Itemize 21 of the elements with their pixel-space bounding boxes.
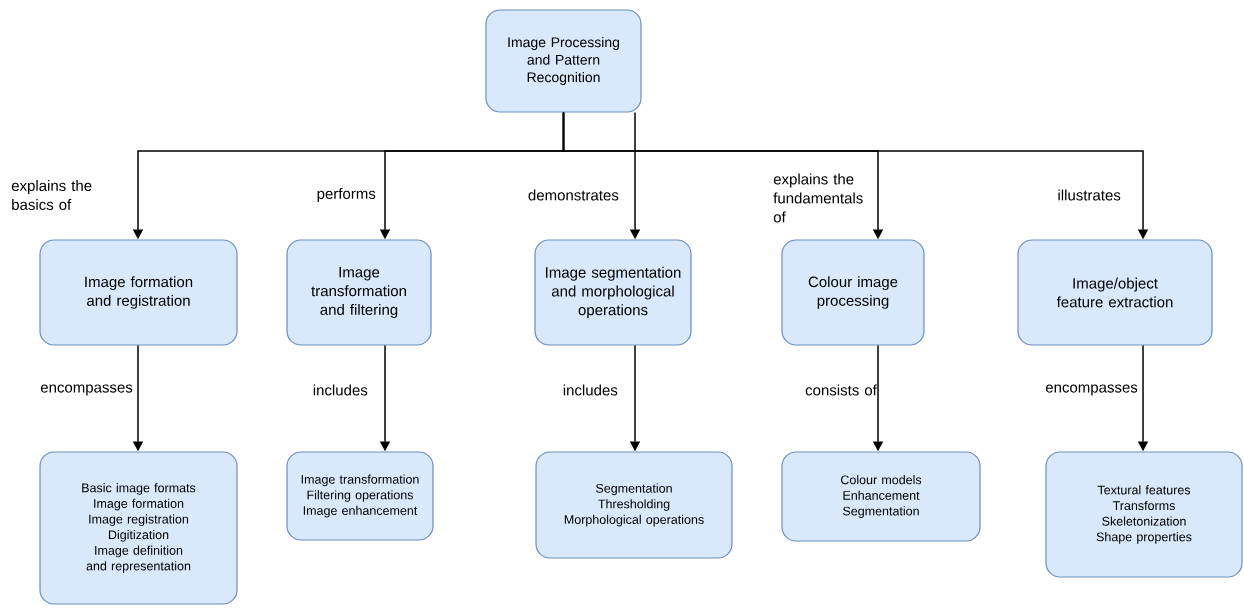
edge-label: explains the basics of	[11, 180, 92, 210]
process-box: Image Processing and Pattern Recognition	[485, 9, 642, 113]
process-box: Segmentation Thresholding Morphological operations	[535, 451, 733, 559]
process-box: Image formation and registration	[39, 239, 238, 346]
process-box: Basic image formats Image formation Image registration Digitization Image definition and representation	[39, 451, 238, 605]
edge-label: encompasses	[1045, 384, 1138, 396]
process-box: Image transformation and filtering	[286, 239, 432, 346]
process-box: Image transformation Filtering operations Image enhancement	[286, 451, 434, 541]
process-box: Textural features Transforms Skeletonization Shape properties	[1045, 451, 1243, 578]
edge-label: explains the fundamentals of	[773, 173, 863, 223]
edge-label: illustrates	[1058, 189, 1121, 201]
process-box: Colour models Enhancement Segmentation	[781, 451, 981, 542]
edge-label: includes	[563, 384, 618, 396]
process-box: Image/object feature extraction	[1017, 239, 1213, 346]
edge-label: consists of	[805, 384, 877, 396]
edge-label: includes	[313, 384, 368, 396]
process-box: Image segmentation and morphological operations	[534, 239, 692, 346]
edge-label: demonstrates	[528, 189, 619, 201]
edge-label: performs	[317, 188, 376, 202]
edge-label: encompasses	[40, 384, 133, 396]
process-box: Colour image processing	[781, 239, 925, 346]
